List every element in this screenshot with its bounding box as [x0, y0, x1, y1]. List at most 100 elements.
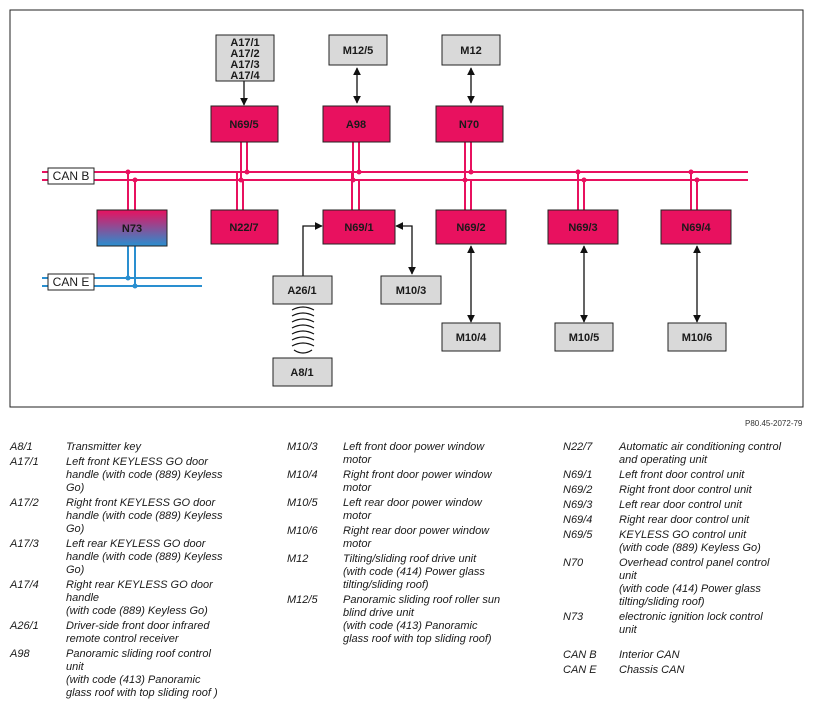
legend-row: N69/5 KEYLESS GO control unit (with code …: [563, 529, 808, 555]
legend-description: Right front door control unit: [619, 484, 752, 496]
box-n70-label: N70: [459, 119, 479, 131]
box-n70: N70: [435, 105, 504, 143]
legend-code: N22/7: [563, 441, 593, 453]
legend-description: Overhead control panel control unit (wit…: [619, 557, 770, 608]
legend-description: Right rear door control unit: [619, 514, 750, 526]
box-a17-4-label: A17/4: [230, 70, 260, 82]
box-a98-label: A98: [346, 119, 366, 131]
box-n22-7-label: N22/7: [229, 222, 258, 234]
legend-code: N69/1: [563, 469, 593, 481]
legend-code: A17/3: [10, 538, 39, 550]
legend-description: KEYLESS GO control unit (with code (889)…: [619, 529, 761, 554]
box-a17-3-label: A17/3: [230, 59, 259, 71]
legend-description: Left rear door control unit: [619, 499, 742, 511]
legend-description: [619, 639, 808, 647]
box-a17-group: A17/1 A17/2 A17/3 A17/4: [215, 34, 275, 82]
box-n69-2: N69/2: [435, 209, 507, 245]
can-e-label-box: CAN E: [47, 273, 95, 291]
legend-row: A26/1 Driver-side front door infrared rem…: [10, 620, 268, 646]
box-n69-3: N69/3: [547, 209, 619, 245]
box-a8-1: A8/1: [272, 357, 333, 387]
box-m12-label: M12: [460, 45, 481, 57]
box-m12-5-label: M12/5: [343, 45, 374, 57]
junction-dots: [125, 169, 700, 289]
box-m10-4-label: M10/4: [456, 332, 487, 344]
legend-description: Transmitter key: [66, 441, 141, 453]
legend-description: Panoramic sliding roof control unit (wit…: [66, 648, 218, 699]
box-m10-6-label: M10/6: [682, 332, 713, 344]
legend-code: M12/5: [287, 594, 318, 606]
legend-column-3: N22/7 Automatic air conditioning control …: [563, 441, 808, 679]
box-a17-2-label: A17/2: [230, 48, 259, 60]
box-m10-4: M10/4: [441, 322, 501, 352]
legend-row: N22/7 Automatic air conditioning control …: [563, 441, 808, 467]
box-n73-label: N73: [122, 223, 142, 235]
legend-code: A26/1: [10, 620, 39, 632]
box-n69-4-label: N69/4: [681, 222, 711, 234]
legend-row: A17/2 Right front KEYLESS GO door handle …: [10, 497, 268, 536]
box-n69-1: N69/1: [322, 209, 396, 245]
legend-description: Automatic air conditioning control and o…: [619, 441, 782, 466]
legend-row: [563, 639, 808, 647]
legend-row: CAN E Chassis CAN: [563, 664, 808, 677]
legend-code: M10/5: [287, 497, 318, 509]
box-n69-4: N69/4: [660, 209, 732, 245]
legend-description: Interior CAN: [619, 649, 680, 661]
box-n69-5-label: N69/5: [229, 119, 258, 131]
legend-row: M12 Tilting/sliding roof drive unit (with…: [287, 553, 545, 592]
legend-description: Tilting/sliding roof drive unit (with co…: [343, 553, 485, 591]
reference-code: P80.45-2072-79: [745, 419, 803, 428]
can-b-drops-upper: [240, 142, 472, 180]
legend-description: electronic ignition lock control unit: [619, 611, 763, 636]
box-m10-5-label: M10/5: [569, 332, 600, 344]
legend-row: A17/3 Left rear KEYLESS GO door handle (w…: [10, 538, 268, 577]
box-n73: N73: [96, 209, 168, 247]
legend-description: Left rear KEYLESS GO door handle (with c…: [66, 538, 223, 576]
diagram-frame: [9, 9, 804, 408]
can-b-drops-lower: [127, 172, 698, 210]
legend-code: M10/6: [287, 525, 318, 537]
can-e-label: CAN E: [53, 275, 90, 289]
legend-code: CAN B: [563, 649, 597, 661]
box-m10-5: M10/5: [554, 322, 614, 352]
infrared-signal-icon: [291, 306, 315, 354]
legend-row: CAN B Interior CAN: [563, 649, 808, 662]
legend-code: [563, 639, 619, 647]
box-m12: M12: [441, 34, 501, 66]
legend-code: M10/3: [287, 441, 318, 453]
box-a26-1: A26/1: [272, 275, 333, 305]
box-n69-1-label: N69/1: [344, 222, 373, 234]
legend-code: CAN E: [563, 664, 597, 676]
can-b-label-box: CAN B: [47, 167, 95, 185]
legend-description: Driver-side front door infrared remote c…: [66, 620, 210, 645]
network-topology-diagram: CAN B CAN E: [9, 9, 804, 408]
box-a26-1-label: A26/1: [287, 285, 316, 297]
legend-description: Chassis CAN: [619, 664, 685, 676]
legend-description: Right front KEYLESS GO door handle (with…: [66, 497, 223, 535]
box-m10-3: M10/3: [380, 275, 442, 305]
legend-code: A8/1: [10, 441, 33, 453]
legend-code: A98: [10, 648, 30, 660]
can-b-bus: [42, 171, 748, 181]
arrow-n69-1-m10-3: [395, 222, 416, 275]
legend-code: A17/2: [10, 497, 39, 509]
legend-code: A17/1: [10, 456, 39, 468]
legend-description: Panoramic sliding roof roller sun blind …: [343, 594, 501, 645]
box-a17-1-label: A17/1: [230, 37, 259, 49]
legend-row: A8/1 Transmitter key: [10, 441, 268, 454]
legend-code: M12: [287, 553, 309, 565]
legend-description: Left front door control unit: [619, 469, 745, 481]
connection-arrows: [240, 67, 701, 323]
legend-code: N69/2: [563, 484, 593, 496]
legend-code: M10/4: [287, 469, 318, 481]
legend-code: A17/4: [10, 579, 39, 591]
legend-code: N69/5: [563, 529, 593, 541]
